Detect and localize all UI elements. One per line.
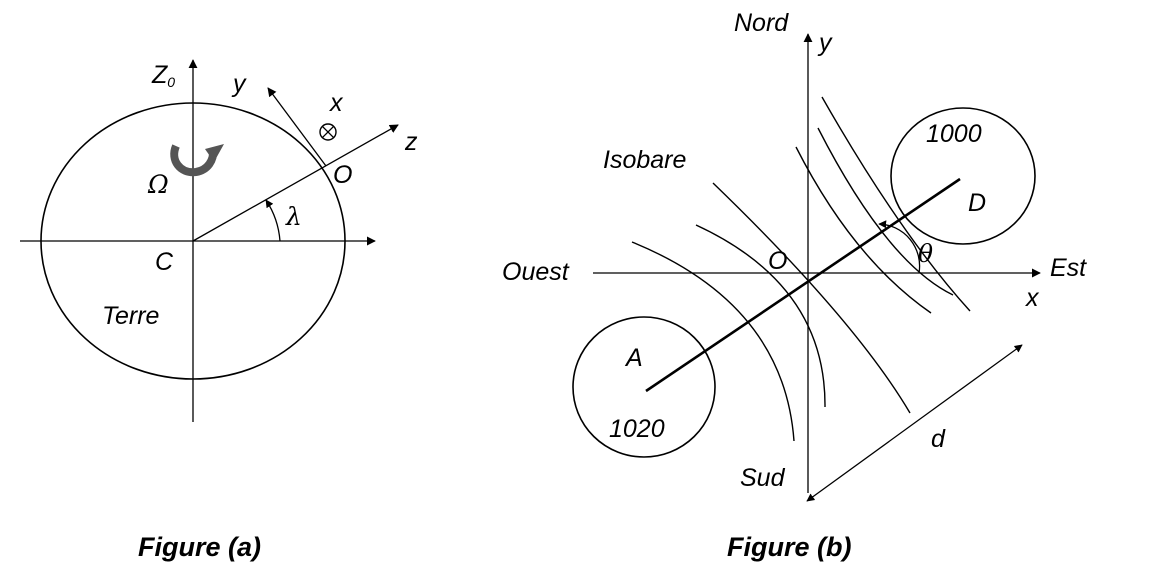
point-a-label: A (624, 344, 643, 372)
z0-label: Z0 (151, 61, 175, 90)
a-d-line (645, 177, 961, 393)
high-pressure-value: 1020 (609, 415, 665, 443)
y-label-b: y (817, 29, 833, 57)
figure-a-caption: Figure (a) (138, 532, 261, 562)
theta-label: θ (918, 239, 933, 268)
lambda-label: λ (285, 202, 302, 231)
y-label-a: y (231, 70, 247, 98)
figure-a: Z0 y x z O Ω λ C Terre Figure (a) (20, 59, 418, 562)
ouest-label: Ouest (502, 258, 570, 286)
isobar-5 (817, 127, 954, 296)
z-label: z (404, 128, 418, 156)
high-pressure-circle (572, 316, 716, 458)
nord-label: Nord (734, 9, 789, 37)
figure-b: Nord y Isobare 1000 D θ Ouest O Est x A … (502, 9, 1087, 562)
isobar-6 (821, 96, 971, 312)
low-pressure-value: 1000 (926, 120, 982, 148)
isobar-3 (712, 182, 911, 414)
terre-label: Terre (102, 302, 159, 330)
center-c-label: C (155, 248, 174, 276)
x-label-b: x (1025, 284, 1040, 312)
theta-angle-arc (878, 220, 921, 274)
z-axis (192, 124, 399, 242)
isobars (631, 96, 971, 442)
low-pressure-circle (890, 107, 1036, 245)
omega-label: Ω (147, 170, 169, 199)
o-label-a: O (333, 161, 352, 189)
est-label: Est (1050, 254, 1087, 282)
isobar-4 (795, 146, 932, 314)
rotation-arrow-icon (170, 144, 224, 177)
figure-b-caption: Figure (b) (727, 532, 851, 562)
point-d-label: D (968, 189, 986, 217)
distance-d-label: d (931, 425, 946, 453)
x-label-a: x (329, 89, 344, 117)
lambda-angle-arc (265, 199, 281, 242)
x-into-page-icon (319, 123, 337, 141)
origin-o-label: O (768, 247, 787, 275)
distance-d-arrow (806, 344, 1023, 502)
sud-label: Sud (740, 464, 786, 492)
y-axis-a (267, 87, 327, 167)
isobare-label: Isobare (603, 146, 686, 174)
isobar-1 (631, 241, 795, 442)
